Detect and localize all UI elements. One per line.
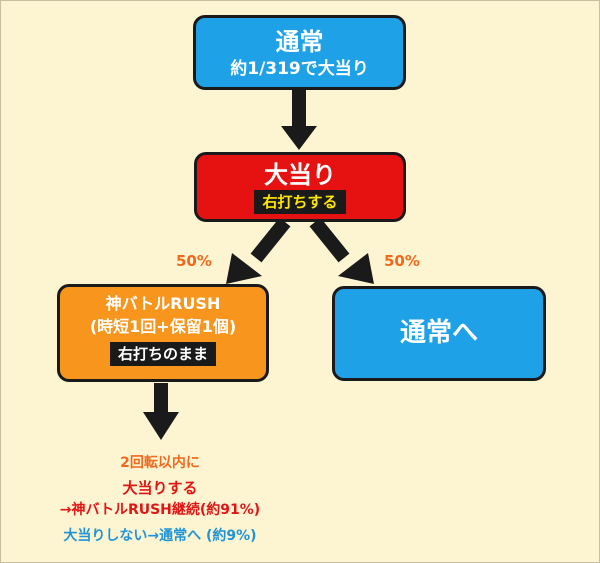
- jackpot-tag: 右打ちする: [254, 190, 346, 214]
- rush-tag: 右打ちのまま: [109, 342, 216, 366]
- note-within-spins: 2回転以内に: [120, 455, 200, 471]
- normal-state-odds: 約1/319で大当り: [230, 59, 369, 79]
- jackpot-title: 大当り: [264, 161, 336, 189]
- note-rush-continue: →神バトルRUSH継続(約91%): [59, 502, 261, 518]
- return-normal-box: 通常へ: [332, 286, 546, 381]
- arrow-normal-to-jackpot: [281, 90, 317, 150]
- arrow-jackpot-to-rush: [226, 217, 291, 284]
- return-normal-title: 通常へ: [399, 318, 478, 348]
- normal-state-title: 通常: [275, 28, 324, 56]
- right-branch-percent: 50%: [384, 252, 420, 270]
- arrow-rush-to-notes: [143, 383, 179, 440]
- jackpot-box: 大当り 右打ちする: [194, 152, 406, 222]
- rush-title: 神バトルRUSH: [105, 294, 221, 313]
- arrow-jackpot-to-return: [309, 217, 374, 284]
- note-jackpot-hit: 大当りする: [122, 479, 198, 497]
- rush-box: 神バトルRUSH (時短1回+保留1個) 右打ちのまま: [57, 284, 269, 382]
- rush-detail: (時短1回+保留1個): [89, 317, 237, 336]
- normal-state-box: 通常 約1/319で大当り: [193, 15, 406, 90]
- left-branch-percent: 50%: [176, 252, 212, 270]
- note-return-normal: 大当りしない→通常へ (約9%): [63, 528, 257, 544]
